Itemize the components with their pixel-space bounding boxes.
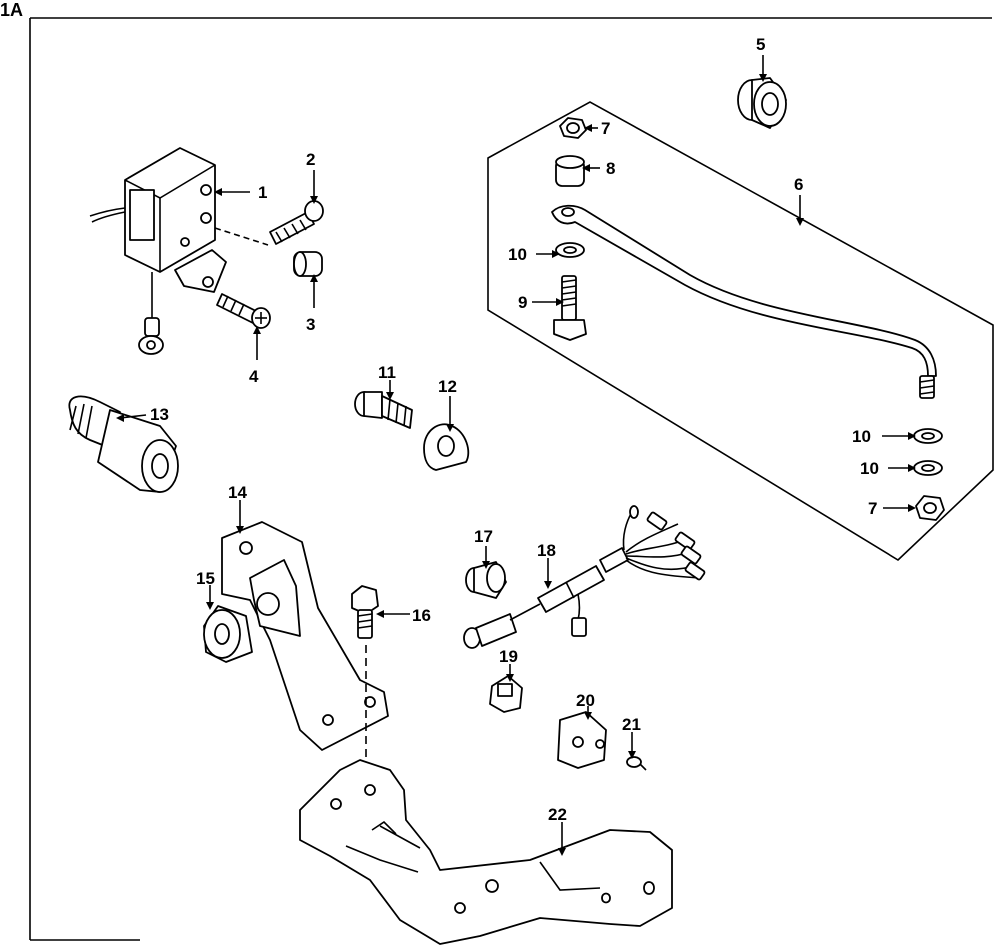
diagram-frame xyxy=(29,17,992,941)
callout-11: 11 xyxy=(378,363,396,382)
part-10-washer-a xyxy=(555,242,585,258)
part-16-bolt xyxy=(351,585,379,790)
callout-10-middle: 10 xyxy=(852,427,871,446)
part-3-spacer xyxy=(293,251,323,277)
callout-6: 6 xyxy=(794,175,803,194)
callout-15: 15 xyxy=(196,569,215,588)
part-18-wire-harness xyxy=(463,505,706,649)
callout-19: 19 xyxy=(499,647,518,666)
callout-10-lower: 10 xyxy=(860,459,879,478)
callout-8: 8 xyxy=(606,159,615,178)
callout-14: 14 xyxy=(228,483,247,502)
part-13-bushing xyxy=(68,395,179,493)
callout-9: 9 xyxy=(518,293,527,312)
part-15-grommet xyxy=(203,605,253,663)
callout-22: 22 xyxy=(548,805,567,824)
part-6-rod xyxy=(551,204,937,399)
part-14-bracket xyxy=(221,521,389,751)
callout-20: 20 xyxy=(576,691,595,710)
callout-12: 12 xyxy=(438,377,457,396)
part-7-nut-bottom xyxy=(915,495,945,521)
callout-13: 13 xyxy=(150,405,169,424)
part-17-connector xyxy=(465,561,507,599)
callout-4: 4 xyxy=(249,367,259,386)
callout-16: 16 xyxy=(412,606,431,625)
part-10-washer-c xyxy=(913,460,943,476)
part-4-screw xyxy=(216,293,271,329)
callout-21: 21 xyxy=(622,715,641,734)
part-2-screw xyxy=(269,200,324,245)
leader-arrowheads xyxy=(116,74,916,856)
part-22-mount-bracket xyxy=(299,759,673,945)
part-7-nut-top xyxy=(559,117,587,139)
part-10-washer-b xyxy=(913,428,943,444)
callout-labels: 1 2 3 4 5 6 7 7 8 9 10 10 10 11 12 13 14… xyxy=(150,35,879,824)
callout-18: 18 xyxy=(537,541,556,560)
part-5-cap xyxy=(737,77,787,129)
part-9-bolt xyxy=(553,275,587,341)
part-8-bushing xyxy=(555,155,585,187)
part-20-bracket xyxy=(557,711,607,769)
callout-10-top: 10 xyxy=(508,245,527,264)
part-21-screw xyxy=(626,756,647,771)
callout-7-top: 7 xyxy=(601,119,610,138)
kit-outline xyxy=(487,101,994,562)
part-1-switch-assembly xyxy=(89,147,269,355)
callout-2: 2 xyxy=(306,150,315,169)
callout-3: 3 xyxy=(306,315,315,334)
part-11-bolt xyxy=(354,391,413,429)
callout-5: 5 xyxy=(756,35,765,54)
figure-label: 1A xyxy=(0,0,23,20)
callout-17: 17 xyxy=(474,527,493,546)
part-19-clip xyxy=(489,675,523,713)
callout-7-bottom: 7 xyxy=(868,499,877,518)
callout-1: 1 xyxy=(258,183,267,202)
part-12-grommet xyxy=(423,423,470,471)
